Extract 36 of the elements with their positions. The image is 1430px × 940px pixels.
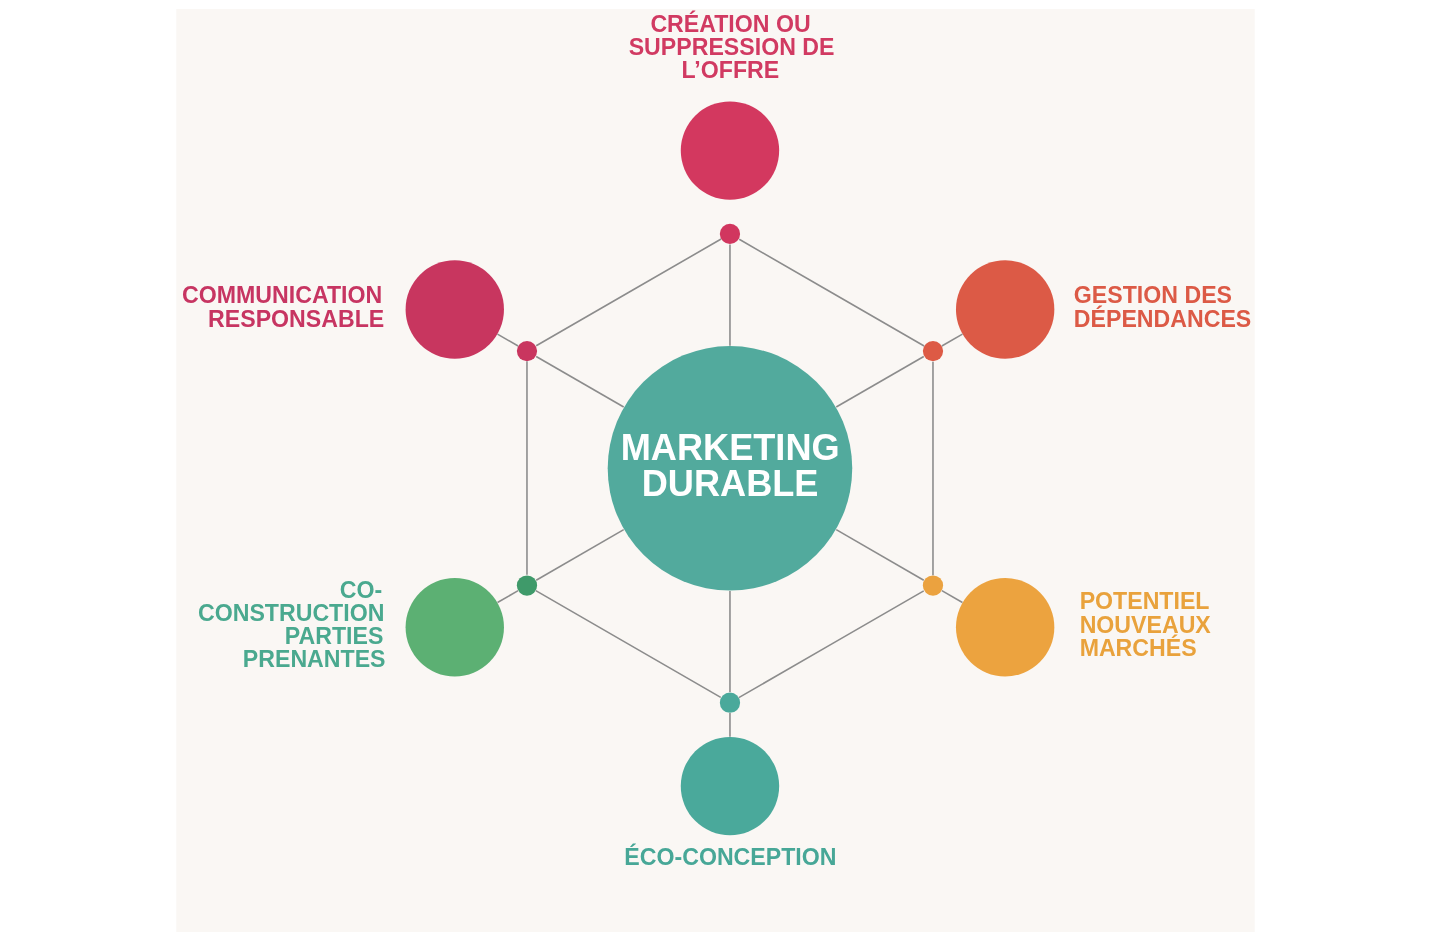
node-circle — [405, 259, 504, 359]
node-circle: MARKETING DURABLE — [607, 345, 852, 591]
connector — [728, 243, 731, 346]
connector — [737, 589, 925, 698]
connector — [940, 589, 963, 603]
node-circle — [719, 692, 740, 713]
connector — [728, 589, 731, 693]
node-label: ÉCO-CONCEPTION — [623, 843, 836, 870]
connector — [940, 332, 963, 347]
connector — [834, 355, 925, 408]
node-circle — [955, 259, 1054, 359]
connector — [728, 711, 731, 738]
connector — [931, 360, 934, 576]
connector — [534, 589, 721, 698]
connector — [496, 332, 519, 347]
node-circle — [719, 223, 740, 244]
node-circle — [680, 736, 779, 835]
node-circle — [405, 577, 504, 676]
node-label: CRÉATION OU SUPPRESSION DE L’OFFRE — [628, 10, 834, 83]
connector — [534, 528, 624, 581]
node-circle — [922, 574, 943, 596]
connector — [525, 360, 528, 576]
connector — [737, 237, 925, 347]
node-label: COMMUNICATION RESPONSABLE — [181, 281, 384, 332]
connector — [496, 589, 519, 603]
connector — [534, 355, 624, 408]
node-circle — [955, 577, 1054, 676]
node-circle — [680, 100, 779, 200]
node-circle — [516, 574, 537, 596]
node-label: GESTION DES DÉPENDANCES — [1073, 281, 1251, 332]
node-circle — [922, 340, 943, 361]
connector — [834, 528, 925, 581]
connector — [534, 237, 722, 347]
node-circle — [516, 340, 537, 361]
node-label: POTENTIEL NOUVEAUX MARCHÉS — [1079, 587, 1211, 661]
node-label: CO- CONSTRUCTION PARTIES PRENANTES — [197, 576, 386, 672]
